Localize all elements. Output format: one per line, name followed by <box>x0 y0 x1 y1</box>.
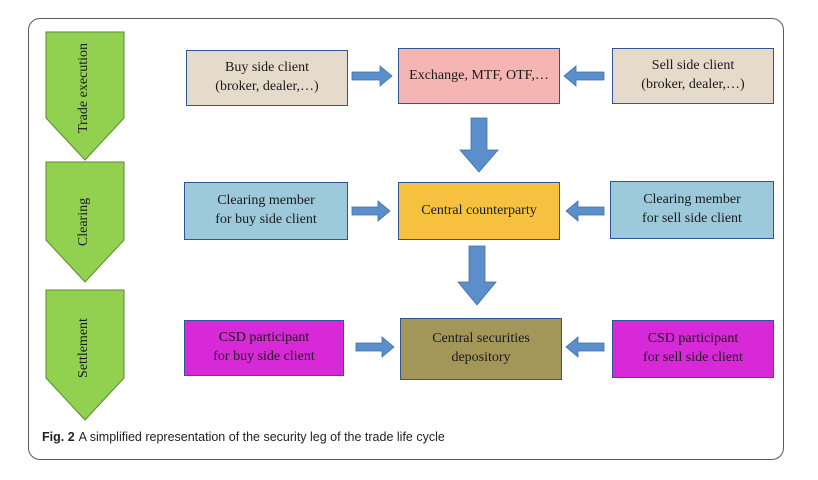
csd-participant-buy-box: CSD participant for buy side client <box>184 320 344 376</box>
stage-label-settlement: Settlement <box>76 318 91 378</box>
exchange-box: Exchange, MTF, OTF,… <box>398 48 560 104</box>
buy-side-client-box: Buy side client (broker, dealer,…) <box>186 50 348 106</box>
figure-caption-label: Fig. 2 <box>42 430 75 444</box>
figure-caption-text: A simplified representation of the secur… <box>78 430 445 444</box>
central-securities-depository-box: Central securities depository <box>400 318 562 380</box>
clearing-member-buy-box: Clearing member for buy side client <box>184 182 348 240</box>
stage-label-trade-execution: Trade execution <box>76 42 91 134</box>
sell-side-client-box: Sell side client (broker, dealer,…) <box>612 48 774 104</box>
clearing-member-sell-box: Clearing member for sell side client <box>610 181 774 239</box>
stage-label-clearing: Clearing <box>76 197 91 247</box>
central-counterparty-box: Central counterparty <box>398 182 560 240</box>
csd-participant-sell-box: CSD participant for sell side client <box>612 320 774 378</box>
